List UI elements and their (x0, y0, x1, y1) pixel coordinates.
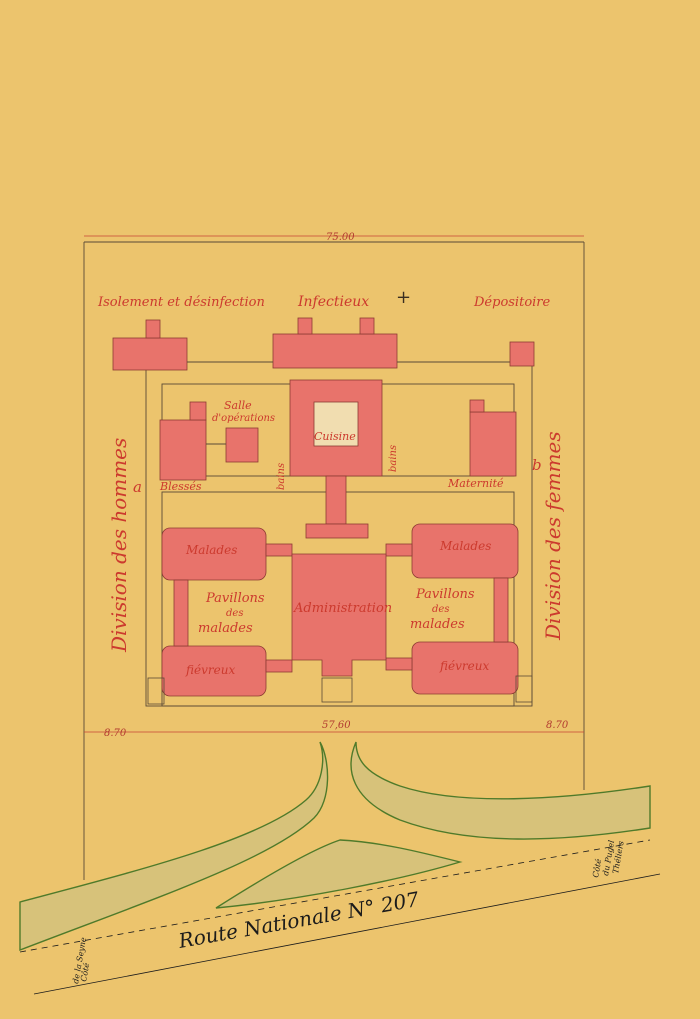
label-men-division: Division des hommes (107, 438, 131, 653)
road-edge-upper (19, 839, 651, 953)
gallery-link-bl (265, 659, 293, 673)
label-wounded: Blessés (159, 480, 202, 493)
label-pavilions-right-3: malades (410, 617, 465, 632)
gallery-link-tl (265, 543, 293, 557)
steps-left (147, 677, 165, 705)
steps-center (321, 677, 353, 703)
gallery-link-br (385, 657, 413, 671)
grass-left (19, 741, 329, 952)
road-side-left-1: Côté (79, 962, 91, 982)
operating-room-building (225, 427, 259, 463)
label-fever-right: fiévreux (439, 659, 489, 673)
label-pavilions-right-2: des (432, 604, 449, 615)
administration-building (291, 553, 387, 677)
wounded-tower (189, 401, 207, 421)
infectious-wing-right (359, 317, 375, 335)
gallery-link-tr (385, 543, 413, 557)
label-pavilions-left-3: malades (198, 621, 253, 636)
mortuary-building (509, 341, 535, 367)
gallery-right-outer (493, 577, 509, 643)
label-administration: Administration (293, 601, 392, 616)
label-operating-room-2: d'opérations (212, 413, 275, 424)
bottom-dimension-right: 8.70 (546, 720, 569, 731)
road-side-right-1: Côté (591, 858, 603, 878)
maternity-building (469, 411, 517, 477)
infectious-wing-left (297, 317, 313, 335)
label-pavilions-left-2: des (226, 608, 243, 619)
label-kitchen: Cuisine (314, 430, 356, 443)
label-maternity: Maternité (447, 477, 504, 490)
grass-right (350, 741, 651, 840)
label-women-division: Division des femmes (541, 431, 565, 641)
kitchen-court (313, 401, 359, 447)
isolation-building (112, 337, 188, 371)
label-infectious: Infectieux (297, 294, 369, 310)
compass-cross-icon: + (396, 287, 411, 308)
label-isolation: Isolement et désinfection (97, 295, 265, 310)
grass-center (215, 839, 463, 909)
label-sick-right: Malades (439, 539, 491, 553)
label-baths-right: bains (388, 445, 399, 472)
wounded-building (159, 419, 207, 481)
label-operating-room-1: Salle (224, 399, 252, 412)
bottom-dimension-center: 57,60 (322, 720, 351, 731)
road-edge-lower (33, 873, 661, 995)
central-corridor (325, 475, 347, 525)
label-mark-a: a (133, 478, 142, 496)
corridor-junction (305, 523, 369, 539)
top-dimension-label: 75.00 (326, 232, 355, 243)
label-mortuary: Dépositoire (473, 295, 551, 310)
infectious-building (272, 333, 398, 369)
label-fever-left: fiévreux (185, 663, 235, 677)
label-sick-left: Malades (185, 543, 237, 557)
label-mark-b: b (532, 456, 542, 474)
maternity-tower (469, 399, 485, 413)
gallery-left-outer (173, 579, 189, 647)
label-pavilions-right-1: Pavillons (415, 587, 475, 602)
isolation-tower (145, 319, 161, 339)
label-pavilions-left-1: Pavillons (205, 591, 265, 606)
steps-right (515, 675, 533, 703)
label-baths-left: bains (276, 463, 287, 490)
bottom-dimension-left: 8.70 (104, 728, 127, 739)
